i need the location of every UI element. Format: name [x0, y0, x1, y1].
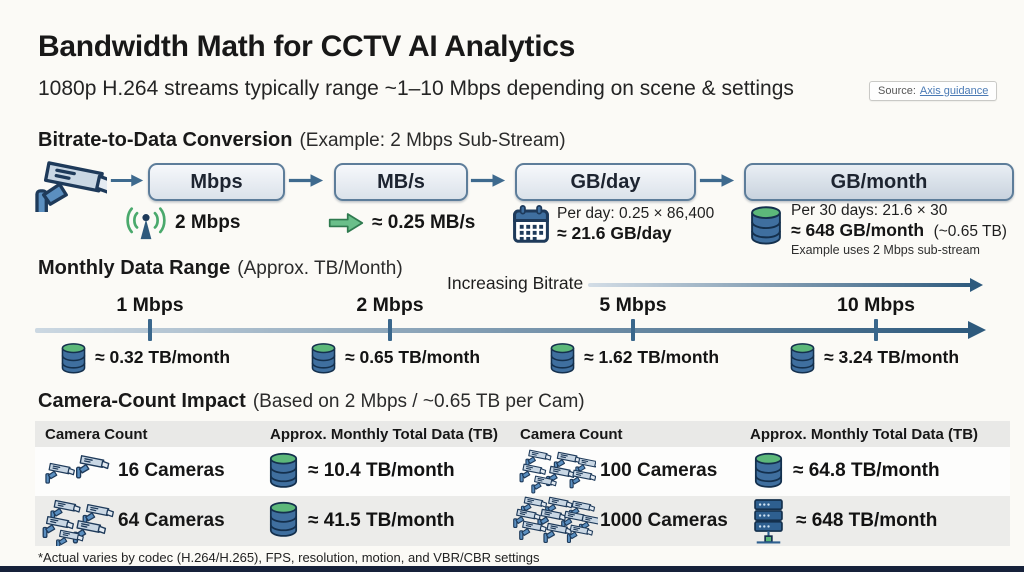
flow-arrow-icon [699, 173, 735, 188]
page-subtitle: 1080p H.264 streams typically range ~1–1… [38, 77, 794, 100]
data-100: ≈ 64.8 TB/month [793, 460, 940, 481]
timeline-tick [631, 319, 635, 341]
camera-count-16: 16 Cameras [118, 460, 225, 481]
mbs-value: ≈ 0.25 MB/s [372, 212, 476, 233]
bitrate-timeline [35, 328, 972, 333]
camera-count-64: 64 Cameras [118, 510, 225, 531]
tb-value-5: ≈ 1.62 TB/month [584, 347, 720, 367]
bitrate-label-1: 1 Mbps [116, 294, 184, 316]
cctv-camera-icon [33, 156, 107, 212]
month-value: ≈ 648 GB/month [791, 220, 925, 240]
tb-value-1: ≈ 0.32 TB/month [95, 347, 231, 367]
bitrate-label-10: 10 Mbps [836, 294, 916, 316]
col-header-camera-count-2: Camera Count [520, 426, 623, 443]
bitrate-label-5: 5 Mbps [599, 294, 667, 316]
tb-value-2: ≈ 0.65 TB/month [345, 347, 481, 367]
month-note: Example uses 2 Mbps sub-stream [791, 243, 980, 257]
flow-arrow-icon [470, 173, 506, 188]
table-row [35, 447, 1010, 496]
timeline-tick [874, 319, 878, 341]
database-icon [268, 450, 299, 490]
database-icon [749, 203, 783, 247]
data-16: ≈ 10.4 TB/month [308, 460, 455, 481]
green-arrow-icon [327, 211, 365, 235]
timeline-tick [388, 319, 392, 341]
monthly-heading-note: (Approx. TB/Month) [237, 258, 403, 279]
flow-arrow-icon [110, 173, 144, 188]
database-icon [60, 342, 87, 374]
tb-value-10: ≈ 3.24 TB/month [824, 347, 960, 367]
source-label: Source: [878, 85, 916, 97]
conversion-heading-note: (Example: 2 Mbps Sub-Stream) [299, 130, 566, 151]
calendar-icon [512, 204, 550, 244]
database-icon [310, 342, 337, 374]
camera-count-1000: 1000 Cameras [600, 510, 728, 531]
database-icon [268, 499, 299, 539]
camera-count-100: 100 Cameras [600, 460, 718, 481]
unit-box-mbs: MB/s [334, 163, 468, 201]
bottom-accent-bar [0, 566, 1024, 572]
signal-icon [124, 206, 168, 240]
cameras-heading-row: Camera-Count Impact (Based on 2 Mbps / ~0… [38, 390, 585, 413]
server-icon [750, 498, 787, 544]
month-value-row: ≈ 648 GB/month (~0.65 TB) [791, 220, 1007, 241]
day-value: ≈ 21.6 GB/day [557, 223, 672, 243]
increasing-bitrate-arrow [588, 283, 972, 287]
camera-cluster-icon-100 [514, 448, 596, 494]
cameras-heading-note: (Based on 2 Mbps / ~0.65 TB per Cam) [252, 391, 585, 412]
col-header-monthly-data-1: Approx. Monthly Total Data (TB) [270, 426, 499, 443]
timeline-tick [148, 319, 152, 341]
camera-cluster-icon-16 [40, 451, 112, 493]
conversion-heading-row: Bitrate-to-Data Conversion (Example: 2 Mb… [38, 129, 566, 152]
unit-box-gbday: GB/day [515, 163, 696, 201]
footnote: *Actual varies by codec (H.264/H.265), F… [38, 550, 540, 565]
monthly-heading-row: Monthly Data Range (Approx. TB/Month) [38, 257, 403, 280]
monthly-heading: Monthly Data Range [38, 257, 231, 279]
increasing-bitrate-arrowhead [970, 278, 983, 292]
database-icon [753, 450, 784, 490]
axis-label: Increasing Bitrate [447, 273, 584, 293]
page-title: Bandwidth Math for CCTV AI Analytics [38, 30, 575, 63]
day-formula: Per day: 0.25 × 86,400 [557, 205, 715, 222]
conversion-heading: Bitrate-to-Data Conversion [38, 129, 293, 151]
cameras-heading: Camera-Count Impact [38, 390, 246, 412]
mbps-value: 2 Mbps [175, 212, 241, 233]
source-link[interactable]: Axis guidance [919, 85, 989, 97]
unit-box-mbps: Mbps [148, 163, 285, 201]
table-header-row [35, 421, 1010, 447]
bitrate-label-2: 2 Mbps [356, 294, 424, 316]
col-header-camera-count-1: Camera Count [45, 426, 148, 443]
data-1000: ≈ 648 TB/month [796, 510, 938, 531]
database-icon [789, 342, 816, 374]
flow-arrow-icon [288, 173, 324, 188]
month-value-suffix: (~0.65 TB) [933, 223, 1007, 240]
data-64: ≈ 41.5 TB/month [308, 510, 455, 531]
month-formula: Per 30 days: 21.6 × 30 [791, 202, 948, 219]
unit-box-gbmonth: GB/month [744, 163, 1014, 201]
camera-cluster-icon-1000 [508, 495, 598, 547]
camera-cluster-icon-64 [38, 498, 116, 546]
source-badge: Source: Axis guidance [869, 81, 998, 101]
database-icon [549, 342, 576, 374]
col-header-monthly-data-2: Approx. Monthly Total Data (TB) [750, 426, 979, 443]
bitrate-timeline-arrowhead [968, 321, 986, 339]
